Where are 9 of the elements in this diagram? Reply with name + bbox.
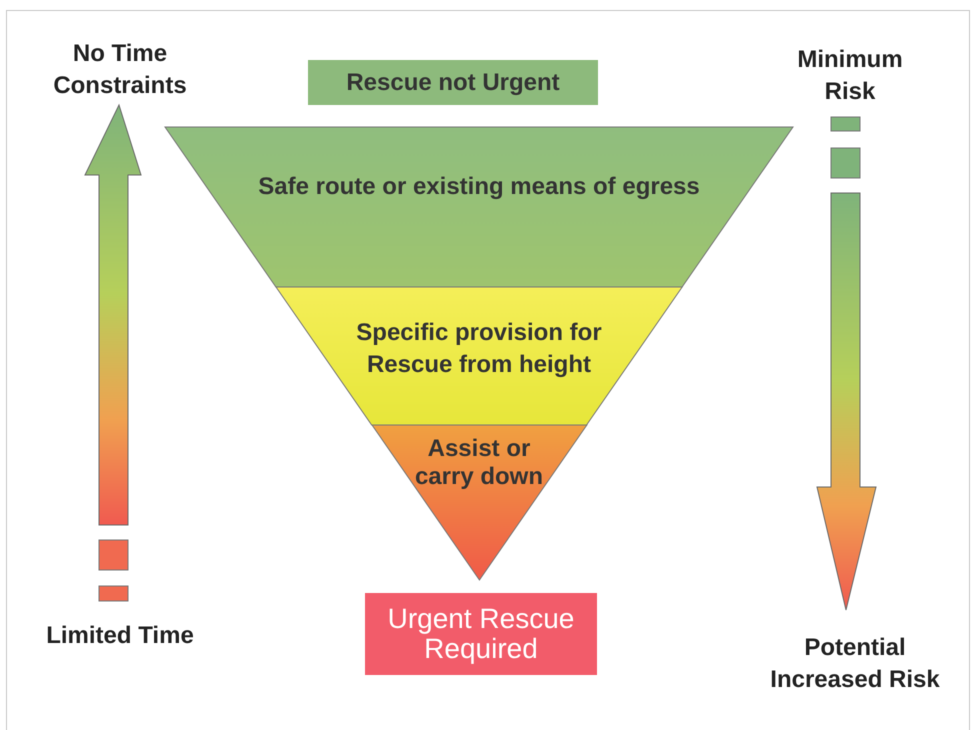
band-text: Assist or carry down [414, 435, 544, 491]
alert-box: Urgent Rescue Required [365, 593, 597, 675]
band-text: Safe route or existing means of egress [257, 172, 701, 202]
status-box: Rescue not Urgent [308, 60, 598, 105]
axis-label: No Time Constraints [52, 39, 188, 101]
axis-label: Potential Increased Risk [769, 633, 941, 695]
axis-label: Minimum Risk [796, 45, 904, 107]
axis-label: Limited Time [45, 621, 195, 651]
band-text: Specific provision for Rescue from height [355, 318, 603, 380]
